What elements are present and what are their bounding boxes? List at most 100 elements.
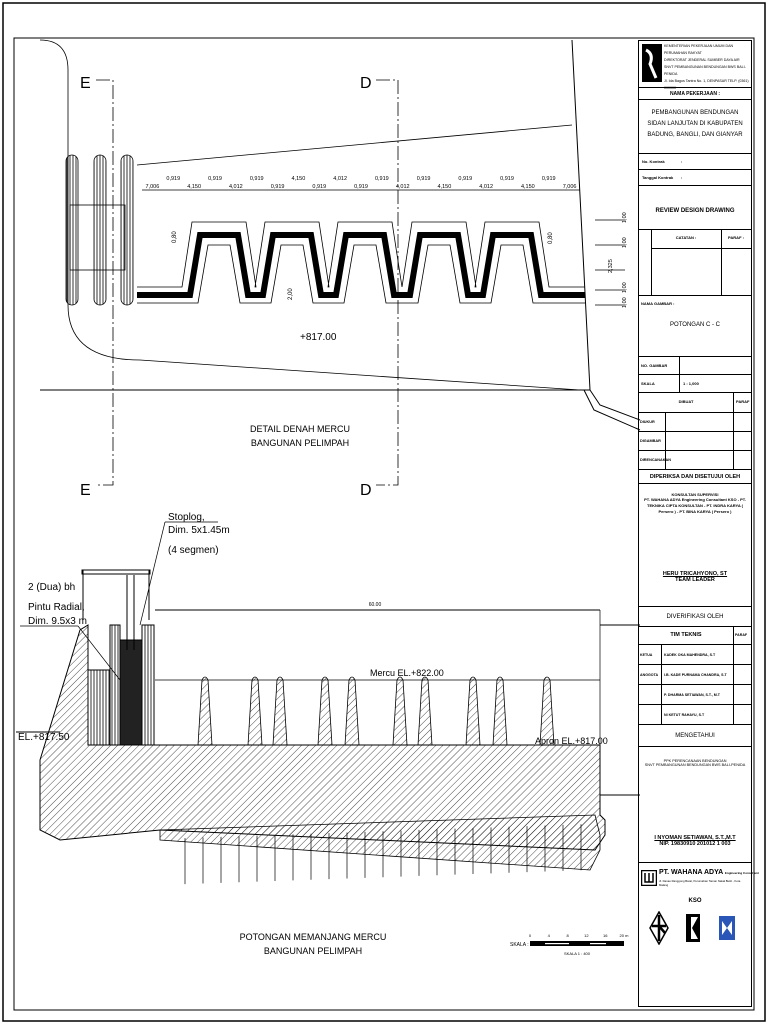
dimension-label: 4,012	[333, 176, 347, 182]
drawn-row: DIGAMBAR	[639, 432, 751, 451]
scale-tick-label: 16	[603, 933, 608, 938]
made-label: DIBUAT	[678, 399, 694, 404]
plan-title-2: BANGUNAN PELIMPAH	[251, 438, 349, 448]
team-role	[639, 693, 640, 697]
dimension-label: 2,325	[608, 259, 614, 273]
surveyed-label: DIUKUR	[640, 420, 655, 424]
scale-tick-label: 8	[566, 933, 569, 938]
ppk-line1: PPK PERENCANAAN BENDUNGAN	[663, 759, 727, 763]
job-heading: NAMA PEKERJAAN :	[639, 88, 751, 100]
marker-e-bottom: E	[80, 482, 91, 499]
left-elevation: EL.+817.50	[18, 732, 70, 743]
gate-outline	[69, 204, 126, 271]
dim-drop: 2,00	[288, 288, 294, 300]
dimension-label: 0,919	[354, 184, 368, 190]
agency-line: DIREKTORAT JENDERAL SUMBER DAYA AIR	[664, 58, 740, 62]
dimension-label: 0,919	[271, 184, 285, 190]
ppk-nip: NIP. 19830910 201012 1 003	[659, 841, 731, 847]
apron-elevation: Apron EL.+817.00	[535, 736, 608, 746]
ppk-name: I NYOMAN SETIAWAN, S.T.,M.T	[654, 835, 736, 841]
drawing-name-label: NAMA GAMBAR :	[641, 301, 675, 306]
planned-label: DIRENCANAKAN	[640, 458, 672, 462]
checked-heading: DIPERIKSA DAN DISETUJUI OLEH	[639, 470, 751, 484]
review-heading: REVIEW DESIGN DRAWING	[639, 186, 751, 230]
dimension-label: 1,00	[622, 282, 628, 293]
team-role	[639, 713, 640, 717]
contract-date-label: Tanggal Kontrak	[642, 175, 674, 180]
pier	[247, 676, 263, 746]
verified-heading: DIVERIFIKASI OLEH	[639, 607, 751, 627]
wahana-adya-logo-icon	[641, 870, 657, 886]
dimension-label: 1,00	[622, 212, 628, 223]
marker-d-bottom: D	[360, 482, 372, 499]
team-member-row: KETUA KADEK OKA MAHENDRA, S.T	[639, 645, 751, 665]
partner-logo-diamond-icon	[649, 911, 669, 945]
pier	[272, 676, 288, 746]
marker-d-top: D	[360, 75, 372, 92]
team-role: ANGGOTA	[640, 673, 659, 677]
gate-type: Pintu Radial,	[28, 602, 85, 613]
pier	[197, 676, 213, 746]
supervisor-box: KONSULTAN SUPERVISI PT. WAHANA ADYA Engi…	[639, 484, 751, 607]
scale-ratio: SKALA 1 : 400	[564, 951, 591, 956]
team-name: KADEK OKA MAHENDRA, S.T	[661, 645, 715, 664]
scale-label: SKALA	[641, 381, 655, 386]
agency-line: SNVT PEMBANGUNAN BENDUNGAN BWS BALI-PENI…	[664, 65, 746, 76]
plan-title: DETAIL DENAH MERCU	[250, 424, 350, 434]
scale-tick-label: 0	[529, 933, 532, 938]
consultant-box: PT. WAHANA ADYA Engineering Consultant J…	[639, 864, 759, 1004]
ppk-line2: SNVT PEMBANGUNAN BENDUNGAN BWS BALI-PENI…	[644, 763, 746, 767]
plan-elevation: +817.00	[300, 332, 337, 343]
section-markers: E D E D	[80, 75, 399, 499]
surveyed-row: DIUKUR	[639, 413, 751, 432]
consultant-sub: Engineering Consultant	[724, 871, 759, 875]
agency-line: KEMENTERIAN PEKERJAAN UMUM DAN PERUMAHAN…	[664, 44, 734, 55]
pier	[539, 676, 555, 746]
scale-value: 1 : 1,000	[679, 375, 699, 392]
job-name: PEMBANGUNAN BENDUNGAN SIDAN LANJUTAN DI …	[639, 100, 751, 154]
dimension-label: 4,150	[292, 176, 306, 182]
team-role: KETUA	[640, 653, 653, 657]
partner-logo-k-icon	[686, 914, 700, 942]
team-leader-title: TEAM LEADER	[675, 577, 715, 583]
stoplog-dim: Dim. 5x1.45m	[168, 525, 230, 536]
section-title: POTONGAN MEMANJANG MERCU	[240, 932, 387, 942]
stoplog-segments: (4 segmen)	[168, 545, 219, 556]
dimension-label: 1,00	[622, 297, 628, 308]
tech-paraf-label: PARAF	[733, 627, 747, 644]
dimension-label: 0,919	[250, 176, 264, 182]
team-name: P. DHARMA SETIAWAN, S.T., M.T	[661, 685, 720, 704]
gate-dim: Dim. 9.5x3 m	[28, 616, 87, 627]
contract-date-row: Tanggal Kontrak:	[639, 170, 751, 186]
team-name: NI KETUT RAHAYU, S.T	[661, 705, 704, 724]
scale-tick-label: 12	[584, 933, 589, 938]
dimension-label: 0,919	[542, 176, 556, 182]
notes-label: CATATAN :	[675, 235, 697, 240]
dimension-label: 0,919	[166, 176, 180, 182]
dim-left-height: 0,80	[172, 231, 178, 243]
scale-tick-label: 4	[548, 933, 551, 938]
dimension-label: 4,150	[187, 184, 201, 190]
dimension-label: 0,919	[458, 176, 472, 182]
title-block: KEMENTERIAN PEKERJAAN UMUM DAN PERUMAHAN…	[638, 40, 759, 1007]
kso-label: KSO	[688, 898, 702, 904]
agency-line: Jl. Ida Bagus Tantra No. 1, DENPASAR TEL…	[664, 79, 749, 90]
agency-header: KEMENTERIAN PEKERJAAN UMUM DAN PERUMAHAN…	[639, 41, 751, 90]
drawing-name-box: NAMA GAMBAR : POTONGAN C - C	[639, 296, 751, 357]
drawing-no-label: NO. GAMBAR	[641, 363, 668, 368]
gate-label: 2 (Dua) bh	[28, 582, 75, 593]
dimension-label: 4,012	[396, 184, 410, 190]
contract-no-label: No. Kontrak	[642, 159, 665, 164]
ministry-logo-icon	[642, 44, 662, 82]
drawn-label: DIGAMBAR	[640, 439, 661, 443]
pier	[465, 676, 481, 746]
dimension-label: 7,006	[563, 184, 577, 190]
paraf-label: PARAF	[733, 393, 749, 412]
mercu-elevation: Mercu EL.+822.00	[370, 668, 444, 678]
supervisor-label: KONSULTAN SUPERVISI	[671, 492, 719, 497]
gate-pier	[120, 154, 134, 306]
